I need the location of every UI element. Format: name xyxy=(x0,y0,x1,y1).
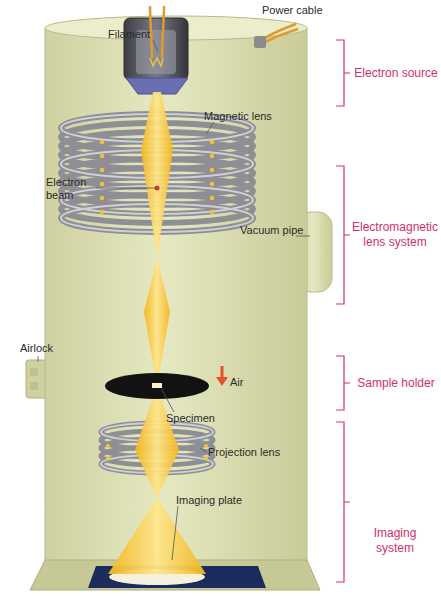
section-bracket xyxy=(336,40,350,106)
leader-line xyxy=(153,40,158,52)
coil-dot xyxy=(100,140,104,144)
coil-dot xyxy=(210,154,214,158)
specimen-holder xyxy=(105,373,209,399)
section-brackets xyxy=(336,40,350,582)
coil-dot xyxy=(100,154,104,158)
filament-wire xyxy=(150,6,164,58)
beam-segment xyxy=(144,258,170,386)
beam-segment xyxy=(135,386,179,498)
part-label: Power cable xyxy=(262,4,352,17)
anode-cap xyxy=(126,78,188,94)
coil-dot xyxy=(100,168,104,172)
part-label: Projection lens xyxy=(208,446,308,459)
airlock-detail xyxy=(30,368,38,376)
airlock-detail xyxy=(30,382,38,390)
coil-dot xyxy=(210,168,214,172)
part-label: Airlock xyxy=(20,342,80,355)
coil-dot xyxy=(210,182,214,186)
coil-dot xyxy=(210,196,214,200)
air-arrow-head xyxy=(216,377,228,386)
part-label: Specimen xyxy=(166,412,236,425)
coil-dot xyxy=(210,210,214,214)
coil-dot xyxy=(100,210,104,214)
coil-dot xyxy=(204,456,208,460)
cable-plug xyxy=(254,36,266,48)
coil-dot xyxy=(210,140,214,144)
leader-line xyxy=(172,506,178,560)
column-body xyxy=(45,28,307,564)
section-label: Sample holder xyxy=(352,376,440,391)
coil-dot xyxy=(100,182,104,186)
filament-housing xyxy=(124,18,188,80)
coil-dot xyxy=(106,456,110,460)
section-bracket xyxy=(336,356,350,410)
section-label: Electromagnetic lens system xyxy=(350,220,440,250)
section-label: Electron source xyxy=(352,66,440,81)
part-label: Magnetic lens xyxy=(204,110,294,123)
leader-line xyxy=(38,356,39,362)
section-bracket xyxy=(336,422,350,582)
air-arrow xyxy=(221,366,224,378)
beam-segment xyxy=(141,92,173,258)
leader-line xyxy=(162,390,174,412)
part-label: Electron beam xyxy=(46,176,98,202)
part-label: Imaging plate xyxy=(176,494,266,507)
filament-coil xyxy=(150,58,163,66)
section-bracket xyxy=(336,166,350,304)
coil-dot xyxy=(100,196,104,200)
coil-dot xyxy=(106,444,110,448)
leader-line xyxy=(206,122,214,134)
leader-line xyxy=(200,448,206,452)
leader-line xyxy=(96,188,155,189)
part-label: Vacuum pipe xyxy=(240,224,310,237)
coil-dot xyxy=(204,444,208,448)
beam-segment xyxy=(108,498,206,574)
part-label: Filament xyxy=(108,28,168,41)
part-label: Air xyxy=(230,376,260,389)
section-label: Imaging system xyxy=(360,526,430,556)
power-cable xyxy=(262,29,298,44)
specimen xyxy=(152,383,162,388)
electron-dot xyxy=(155,186,160,191)
leader-lines xyxy=(38,40,310,560)
